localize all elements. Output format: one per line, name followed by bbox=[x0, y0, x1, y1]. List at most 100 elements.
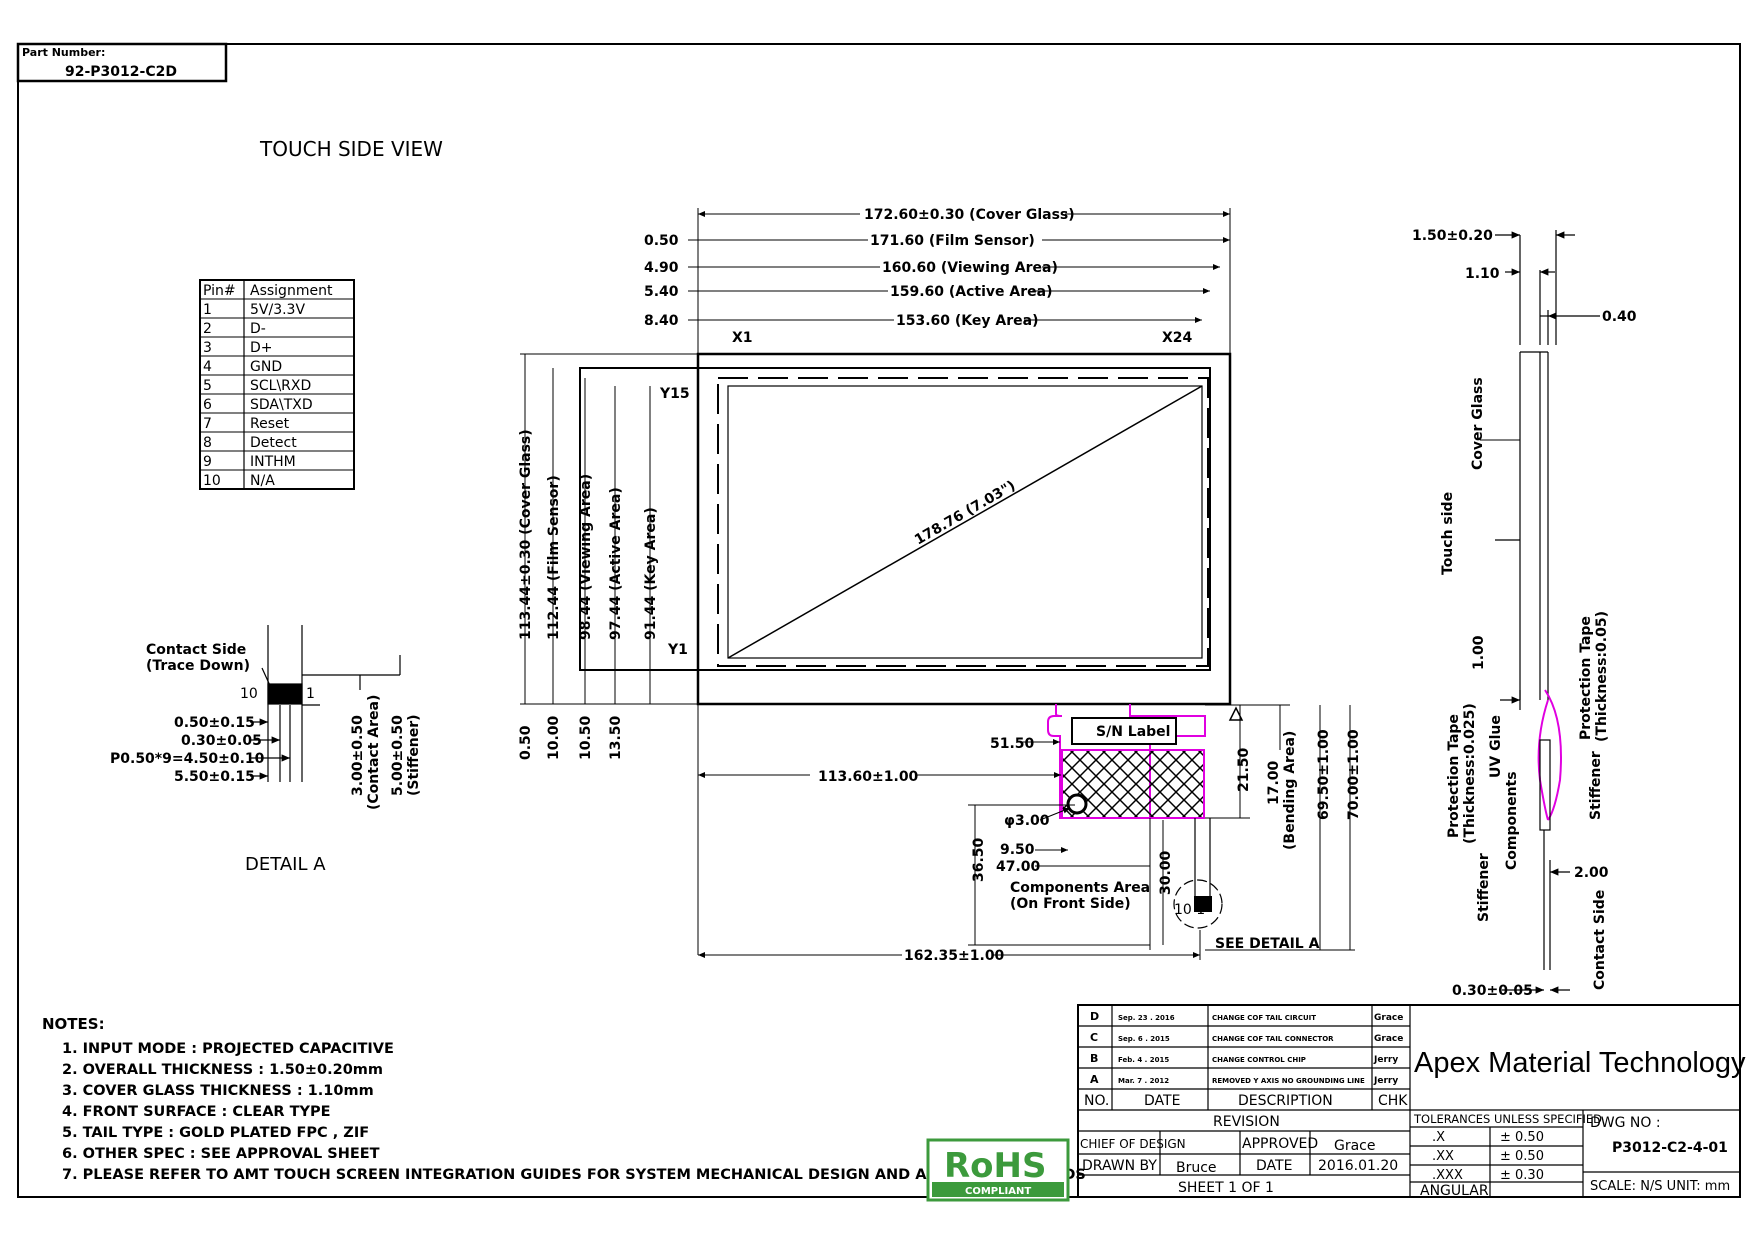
side-t-glass: 1.10 bbox=[1465, 266, 1500, 282]
mounting-hole bbox=[1066, 793, 1088, 815]
pin-assignment: Detect bbox=[250, 435, 297, 451]
note-item: 6. OTHER SPEC : SEE APPROVAL SHEET bbox=[62, 1146, 380, 1162]
pin-number: 4 bbox=[203, 359, 212, 375]
note-item: 3. COVER GLASS THICKNESS : 1.10mm bbox=[62, 1083, 374, 1099]
top-dim-offset: 4.90 bbox=[644, 260, 679, 276]
dim-36-50: 36.50 bbox=[971, 837, 987, 882]
rev-desc: CHANGE COF TAIL CIRCUIT bbox=[1212, 1014, 1316, 1022]
rohs-text: RoHS bbox=[944, 1146, 1046, 1186]
chief-of-design: CHIEF OF DESIGN bbox=[1080, 1137, 1186, 1151]
tol-key: .X bbox=[1432, 1130, 1445, 1145]
title-block bbox=[1077, 1004, 1741, 1198]
pin-assignment: D+ bbox=[250, 340, 273, 356]
dim-bending: (Bending Area) bbox=[1282, 731, 1298, 850]
pin-number: 1 bbox=[203, 302, 212, 318]
detail-dim-4: 5.50±0.15 bbox=[174, 769, 255, 785]
scale-unit: SCALE: N/S UNIT: mm bbox=[1590, 1179, 1730, 1194]
active-area-outline bbox=[727, 385, 1203, 659]
detail-dim-2: 0.30±0.05 bbox=[181, 733, 262, 749]
pin-assignment: GND bbox=[250, 359, 282, 375]
top-dim-label: 172.60±0.30 (Cover Glass) bbox=[864, 207, 1075, 223]
top-dimensions bbox=[688, 208, 1231, 354]
tol-value: ± 0.50 bbox=[1500, 1149, 1544, 1164]
tol-value: ± 0.30 bbox=[1500, 1168, 1544, 1183]
detail-pin10: 10 bbox=[240, 686, 258, 702]
side-view-drawing bbox=[1480, 230, 1600, 994]
dim-113-60: 113.60±1.00 bbox=[818, 769, 919, 785]
sn-label: S/N Label bbox=[1096, 724, 1170, 740]
side-cover-glass: Cover Glass bbox=[1470, 377, 1486, 470]
angular-label: ANGULAR bbox=[1420, 1183, 1489, 1199]
pin-number: 8 bbox=[203, 435, 212, 451]
sheet-border bbox=[17, 43, 1741, 1198]
pin-assignment: N/A bbox=[250, 473, 275, 489]
label-x1: X1 bbox=[732, 330, 753, 346]
rev-no: B bbox=[1090, 1052, 1098, 1065]
rev-desc: REMOVED Y AXIS NO GROUNDING LINE bbox=[1212, 1077, 1365, 1085]
rohs-sub: COMPLIANT bbox=[965, 1186, 1031, 1197]
tol-key: .XX bbox=[1432, 1149, 1454, 1164]
top-dim-offset: 8.40 bbox=[644, 313, 679, 329]
top-dim-label: 160.60 (Viewing Area) bbox=[882, 260, 1058, 276]
detail-a-title: DETAIL A bbox=[245, 854, 326, 875]
side-t-040: 0.40 bbox=[1602, 309, 1637, 325]
touch-panel bbox=[579, 352, 1232, 706]
approver-name: Grace bbox=[1334, 1138, 1376, 1154]
pin-assignment: INTHM bbox=[250, 454, 296, 470]
rev-no: C bbox=[1090, 1031, 1098, 1044]
rev-date: Feb. 4 . 2015 bbox=[1118, 1056, 1169, 1064]
viewing-area-outline bbox=[717, 377, 1209, 667]
side-touch-side: Touch side bbox=[1440, 492, 1456, 575]
pin-assignment: SDA\TXD bbox=[250, 397, 313, 413]
side-prot-tape-r2: (Thickness:0.05) bbox=[1594, 611, 1610, 742]
rev-chk: Grace bbox=[1374, 1013, 1403, 1023]
side-d030: 0.30±0.05 bbox=[1452, 983, 1533, 999]
left-dim-label: 113.44±0.30 (Cover Glass) bbox=[518, 429, 534, 640]
left-dim-offset: 0.50 bbox=[518, 725, 534, 760]
side-stiffener-l: Stiffener bbox=[1476, 853, 1492, 922]
notes-list: 1. INPUT MODE : PROJECTED CAPACITIVE 2. O… bbox=[62, 1041, 1086, 1183]
rev-date: Sep. 23 . 2016 bbox=[1118, 1014, 1175, 1022]
left-dim-offset: 13.50 bbox=[608, 715, 624, 760]
top-dimension-labels: 172.60±0.30 (Cover Glass) 0.50 171.60 (Fil… bbox=[644, 207, 1075, 329]
rev-head-revision: REVISION bbox=[1213, 1114, 1280, 1130]
left-dim-label: 97.44 (Active Area) bbox=[608, 487, 624, 640]
left-dimensions bbox=[520, 353, 698, 705]
tail-connector bbox=[1194, 896, 1212, 912]
top-dim-label: 159.60 (Active Area) bbox=[890, 284, 1053, 300]
sheet-label: SHEET 1 OF 1 bbox=[1178, 1180, 1274, 1196]
note-item: 5. TAIL TYPE : GOLD PLATED FPC , ZIF bbox=[62, 1125, 369, 1141]
top-dim-label: 171.60 (Film Sensor) bbox=[870, 233, 1035, 249]
note-item: 2. OVERALL THICKNESS : 1.50±0.20mm bbox=[62, 1062, 383, 1078]
rohs-badge: RoHS COMPLIANT bbox=[926, 1138, 1070, 1202]
pin-assignment: SCL\RXD bbox=[250, 378, 311, 394]
tolerance-rows: .X± 0.50.XX± 0.50.XXX± 0.30 bbox=[1432, 1130, 1544, 1183]
pin-number: Pin# bbox=[203, 283, 236, 299]
rev-desc: CHANGE CONTROL CHIP bbox=[1212, 1056, 1306, 1064]
left-dim-label: 98.44 (Viewing Area) bbox=[578, 474, 594, 640]
rev-no: A bbox=[1090, 1073, 1099, 1086]
top-dim-offset: 0.50 bbox=[644, 233, 679, 249]
detail-a-drawing bbox=[250, 625, 401, 782]
note-item: 1. INPUT MODE : PROJECTED CAPACITIVE bbox=[62, 1041, 394, 1057]
dwg-no-label: DWG NO : bbox=[1590, 1115, 1661, 1131]
detail-contact-side: Contact Side bbox=[146, 642, 246, 658]
diagonal-label: 178.76 (7.03") bbox=[912, 478, 1018, 549]
left-dim-offset: 10.00 bbox=[546, 715, 562, 760]
rev-date: Sep. 6 . 2015 bbox=[1118, 1035, 1170, 1043]
pin-number: 9 bbox=[203, 454, 212, 470]
view-title: TOUCH SIDE VIEW bbox=[259, 137, 443, 161]
pin-table-frame bbox=[199, 279, 355, 490]
detail-a-callout bbox=[1173, 879, 1223, 929]
part-number-value: 92-P3012-C2D bbox=[65, 64, 177, 80]
rev-head-date: DATE bbox=[1144, 1093, 1180, 1109]
dim-30-00: 30.00 bbox=[1158, 850, 1174, 895]
detail-dim-6b: (Stiffener) bbox=[406, 714, 422, 796]
pin-number: 3 bbox=[203, 340, 212, 356]
label-x24: X24 bbox=[1162, 330, 1193, 346]
revision-rows: D Sep. 23 . 2016 CHANGE COF TAIL CIRCUIT Gr… bbox=[1090, 1010, 1403, 1086]
detail-trace-down: (Trace Down) bbox=[146, 658, 250, 674]
rev-no: D bbox=[1090, 1010, 1099, 1023]
label-y1: Y1 bbox=[667, 642, 688, 658]
